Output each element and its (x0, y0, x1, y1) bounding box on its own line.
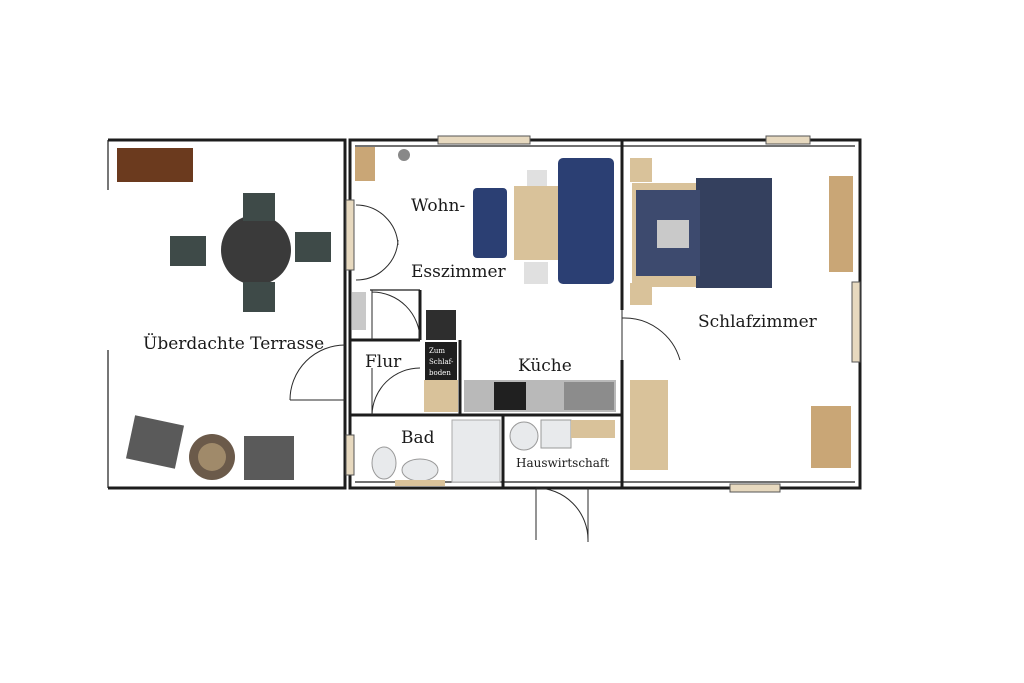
utility-shelf (571, 420, 615, 438)
room-labels: Überdachte Terrasse Wohn- Esszimmer Schl… (143, 196, 818, 470)
plant (398, 149, 410, 161)
oven (426, 310, 456, 340)
garden-chair (243, 282, 275, 312)
stair-note-line1: Zum (429, 347, 445, 355)
sink (564, 382, 614, 410)
terrace-label: Überdachte Terrasse (143, 333, 324, 354)
sun-lounger (244, 436, 294, 480)
dryer (540, 419, 572, 449)
nightstand (630, 158, 652, 182)
doors (289, 204, 681, 542)
terrace-bench (117, 148, 193, 182)
bedroom-label: Schlafzimmer (698, 312, 818, 332)
sun-lounger (125, 415, 185, 469)
garden-chair (243, 193, 275, 221)
toilet (371, 446, 397, 480)
bath-label: Bad (401, 428, 435, 448)
side-cabinet (355, 147, 375, 181)
garden-chair (295, 232, 331, 262)
cooktop (494, 382, 526, 410)
living-label-line2: Esszimmer (411, 262, 507, 282)
washbasin (401, 458, 439, 482)
shower (451, 419, 501, 483)
washing-machine (509, 421, 539, 451)
garden-chair (170, 236, 206, 266)
shelf (352, 292, 366, 330)
sofa-large (558, 158, 614, 284)
dining-table (514, 186, 558, 260)
pillow (657, 220, 689, 248)
dining-chair (527, 170, 547, 186)
bedroom-furniture (630, 158, 853, 470)
hall-label: Flur (365, 352, 402, 372)
bath-cabinet (395, 480, 445, 486)
round-table (221, 215, 291, 285)
bath-furniture (371, 419, 501, 486)
windows (345, 135, 861, 493)
kitchen-cabinet (424, 380, 458, 412)
sofa-small (473, 188, 507, 258)
dining-chair (524, 262, 548, 284)
dresser (829, 176, 853, 272)
kitchen-label: Küche (518, 356, 572, 376)
desk (630, 380, 668, 470)
living-label-line1: Wohn- (411, 196, 465, 216)
staircase (425, 342, 457, 380)
utility-furniture (509, 419, 615, 451)
duvet (696, 178, 772, 288)
nightstand (630, 283, 652, 305)
kitchen-furniture (424, 310, 616, 412)
living-furniture (352, 147, 614, 330)
terrace-furniture (117, 148, 331, 480)
utility-label: Hauswirtschaft (516, 456, 609, 470)
armchair (811, 406, 851, 468)
stair-note-line2: Schlaf- (429, 358, 454, 366)
stair-note-line3: boden (429, 369, 451, 377)
